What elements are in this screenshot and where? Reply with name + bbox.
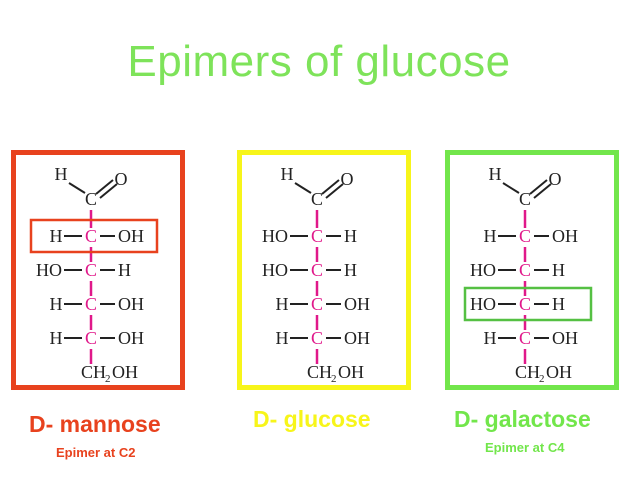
epimer-highlight-box [29, 218, 159, 254]
chiral-center-row: H C OH [484, 328, 579, 348]
substituent-left: HO [262, 260, 288, 280]
chiral-center-row: HO C H [470, 260, 565, 280]
substituent-left: H [484, 226, 497, 246]
chiral-carbon: C [519, 294, 531, 314]
aldehyde-carbon: C [85, 189, 97, 209]
bond-c1-o-2 [325, 183, 344, 199]
substituent-right: H [118, 260, 131, 280]
bond-c1-o-1 [95, 179, 114, 195]
substituent-left: H [276, 328, 289, 348]
substituent-left: HO [262, 226, 288, 246]
bond-c1-h [68, 182, 86, 194]
substituent-left: H [50, 328, 63, 348]
substituent-right: OH [552, 226, 578, 246]
substituent-left: HO [36, 260, 62, 280]
terminal-subscript: 2 [105, 373, 111, 385]
chiral-carbon: C [85, 226, 97, 246]
substituent-left: HO [470, 260, 496, 280]
substituent-right: OH [118, 226, 144, 246]
glucose-name: D- glucose [253, 406, 371, 432]
substituent-right: OH [118, 294, 144, 314]
chiral-carbon: C [85, 260, 97, 280]
chiral-carbon: C [311, 226, 323, 246]
bond-c1-o-2 [533, 183, 552, 199]
substituent-left: HO [470, 294, 496, 314]
substituent-right: OH [344, 294, 370, 314]
aldehyde-group: H OC [281, 164, 354, 209]
galactose-name: D- galactose [454, 406, 591, 432]
aldehyde-group: H OC [489, 164, 562, 209]
chiral-carbon: C [85, 328, 97, 348]
bond-c1-o-1 [529, 179, 548, 195]
epimer-highlight-box [463, 286, 593, 322]
chiral-center-row: H C OH [484, 226, 579, 246]
terminal-subscript: 2 [331, 373, 337, 385]
chiral-carbon: C [311, 328, 323, 348]
chiral-carbon: C [519, 260, 531, 280]
aldehyde-carbon: C [519, 189, 531, 209]
aldehyde-group: H OC [55, 164, 128, 209]
page-title: Epimers of glucose [127, 37, 511, 86]
substituent-right: H [344, 260, 357, 280]
aldehyde-h: H [489, 164, 502, 184]
substituent-right: H [552, 260, 565, 280]
chiral-carbon: C [519, 226, 531, 246]
aldehyde-o: O [341, 169, 354, 189]
chiral-center-row: HO C H [262, 260, 357, 280]
chiral-center-row: H C OH [276, 294, 371, 314]
aldehyde-o: O [549, 169, 562, 189]
bond-c1-o-1 [321, 179, 340, 195]
galactose-epimer-note: Epimer at C4 [485, 440, 565, 455]
mannose-name: D- mannose [29, 411, 161, 437]
bond-c1-o-2 [99, 183, 118, 199]
substituent-right: OH [118, 328, 144, 348]
aldehyde-carbon: C [311, 189, 323, 209]
chiral-carbon: C [311, 294, 323, 314]
chiral-center-row: HO C H [36, 260, 131, 280]
substituent-right: OH [344, 328, 370, 348]
substituent-left: H [50, 226, 63, 246]
chiral-center-row: H C OH [50, 294, 145, 314]
substituent-right: H [552, 294, 565, 314]
substituent-left: H [484, 328, 497, 348]
aldehyde-h: H [281, 164, 294, 184]
chiral-center-row: H C OH [50, 328, 145, 348]
chiral-center-row: HO C H [463, 286, 593, 322]
aldehyde-h: H [55, 164, 68, 184]
chiral-center-row: H C OH [276, 328, 371, 348]
terminal-oh: OH [546, 362, 572, 382]
terminal-ch: CH [515, 362, 540, 382]
substituent-left: H [50, 294, 63, 314]
terminal-oh: OH [338, 362, 364, 382]
terminal-subscript: 2 [539, 373, 545, 385]
chiral-carbon: C [85, 294, 97, 314]
bond-c1-h [294, 182, 312, 194]
terminal-ch: CH [81, 362, 106, 382]
chiral-carbon: C [519, 328, 531, 348]
terminal-oh: OH [112, 362, 138, 382]
aldehyde-o: O [115, 169, 128, 189]
chiral-carbon: C [311, 260, 323, 280]
substituent-right: OH [552, 328, 578, 348]
terminal-ch: CH [307, 362, 332, 382]
mannose-epimer-note: Epimer at C2 [56, 445, 136, 460]
chiral-center-row: HO C H [262, 226, 357, 246]
chiral-center-row: H C OH [29, 218, 159, 254]
bond-c1-h [502, 182, 520, 194]
substituent-left: H [276, 294, 289, 314]
substituent-right: H [344, 226, 357, 246]
